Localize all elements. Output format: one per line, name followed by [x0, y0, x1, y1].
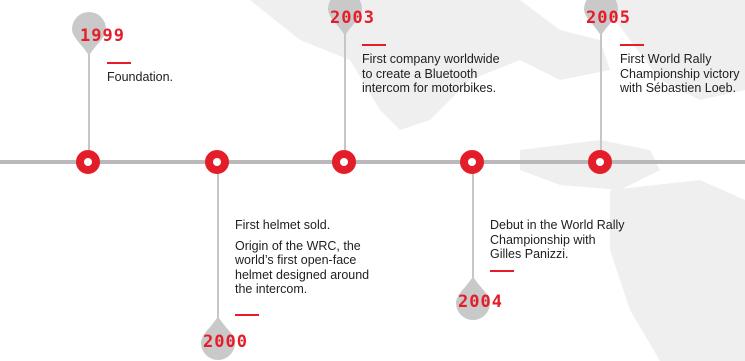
- location-pin-icon: [201, 316, 235, 360]
- year-underline: [235, 314, 259, 316]
- timeline-stem-2004: [472, 172, 474, 282]
- location-pin-icon: [72, 12, 106, 56]
- milestone-text: Origin of the WRC, the world’s first ope…: [235, 238, 370, 297]
- milestone-text: First World Rally Championship victory w…: [620, 52, 740, 95]
- timeline-node-2005[interactable]: [588, 150, 612, 174]
- year-underline: [362, 44, 386, 46]
- year-underline: [490, 270, 514, 272]
- timeline-axis: [0, 160, 745, 164]
- location-pin-icon: [584, 0, 618, 36]
- milestone-description: First World Rally Championship victory w…: [620, 52, 740, 96]
- timeline-node-2003[interactable]: [332, 150, 356, 174]
- year-underline: [620, 44, 644, 46]
- milestone-year: 2003: [330, 8, 375, 28]
- location-pin-icon: [328, 0, 362, 36]
- milestone-description: First helmet sold. Origin of the WRC, th…: [235, 218, 385, 297]
- timeline-node-2004[interactable]: [460, 150, 484, 174]
- milestone-year: 2000: [203, 332, 248, 352]
- milestone-text: Foundation.: [107, 70, 174, 84]
- milestone-text: Debut in the World Rally Championship wi…: [490, 218, 625, 261]
- timeline-stem-1999: [88, 48, 90, 152]
- milestone-year: 1999: [80, 26, 125, 46]
- timeline-stem-2005: [600, 30, 602, 152]
- milestone-year: 2004: [458, 292, 503, 312]
- milestone-text: First company worldwide to create a Blue…: [362, 52, 500, 95]
- timeline-stem-2000: [217, 172, 219, 322]
- timeline-node-2000[interactable]: [205, 150, 229, 174]
- timeline-stem-2003: [344, 30, 346, 152]
- location-pin-icon: [456, 276, 490, 320]
- year-underline: [107, 62, 131, 64]
- milestone-description: First company worldwide to create a Blue…: [362, 52, 502, 96]
- milestone-description: Foundation.: [107, 70, 247, 85]
- milestone-text: First helmet sold.: [235, 218, 331, 232]
- timeline-node-1999[interactable]: [76, 150, 100, 174]
- milestone-description: Debut in the World Rally Championship wi…: [490, 218, 630, 262]
- milestone-year: 2005: [586, 8, 631, 28]
